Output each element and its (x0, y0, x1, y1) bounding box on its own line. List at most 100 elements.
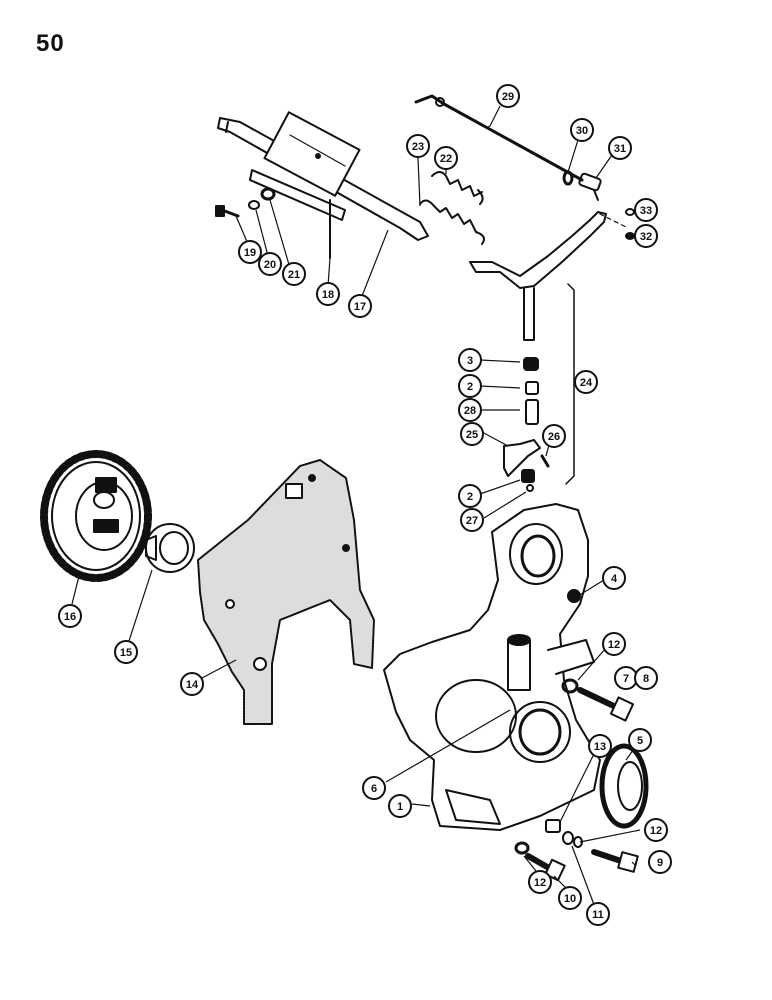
callout-7: 7 (614, 666, 638, 690)
callout-19: 19 (238, 240, 262, 264)
washer-12-upper (561, 678, 579, 694)
callout-26: 26 (542, 424, 566, 448)
gasket-14 (197, 459, 375, 725)
bolt-19 (215, 205, 240, 218)
callout-17: 17 (348, 294, 372, 318)
svg-text:21: 21 (288, 269, 300, 281)
svg-text:31: 31 (614, 143, 626, 155)
svg-text:24: 24 (580, 377, 593, 389)
svg-text:19: 19 (244, 247, 256, 259)
callout-1: 1 (388, 794, 412, 818)
pin-31 (578, 172, 602, 201)
callout-25: 25 (460, 422, 484, 446)
spring-22 (431, 171, 484, 205)
svg-text:9: 9 (657, 857, 663, 869)
svg-text:15: 15 (120, 647, 132, 659)
svg-text:32: 32 (640, 231, 652, 243)
svg-text:2: 2 (467, 381, 473, 393)
bolt-7-8 (577, 687, 635, 722)
callout-14: 14 (180, 672, 204, 696)
svg-text:12: 12 (650, 825, 662, 837)
washer-20 (248, 200, 260, 210)
leader-lines (71, 105, 641, 911)
callout-20: 20 (258, 252, 282, 276)
rod-29 (414, 94, 584, 182)
bolt-9 (591, 849, 639, 873)
svg-text:1: 1 (397, 801, 403, 813)
lever-arm-25 (503, 439, 541, 477)
svg-text:18: 18 (322, 289, 334, 301)
page-number: 50 (36, 30, 65, 57)
callout-12-right: 12 (644, 818, 668, 842)
washer-12-lower (514, 841, 530, 855)
svg-text:13: 13 (594, 741, 606, 753)
svg-text:16: 16 (64, 611, 76, 623)
callout-6: 6 (362, 776, 386, 800)
hub-15 (145, 523, 195, 573)
svg-text:26: 26 (548, 431, 560, 443)
bolt-10 (525, 853, 566, 882)
callout-10: 10 (558, 886, 582, 910)
callout-5: 5 (628, 728, 652, 752)
ball-27 (526, 484, 534, 492)
callout-33: 33 (634, 198, 658, 222)
spacer-13 (545, 819, 561, 833)
bushing-2-upper (525, 381, 539, 395)
bushing-3 (523, 357, 539, 371)
callout-3: 3 (458, 348, 482, 372)
callout-13: 13 (588, 734, 612, 758)
callout-27: 27 (460, 508, 484, 532)
svg-text:29: 29 (502, 91, 514, 103)
timing-cover-1 (383, 503, 601, 831)
svg-text:11: 11 (592, 909, 604, 921)
callout-9: 9 (648, 850, 672, 874)
callout-2-upper: 2 (458, 374, 482, 398)
linkage-rod-assembly (217, 111, 429, 259)
callout-12-upper: 12 (602, 632, 626, 656)
timing-gear-16 (40, 450, 152, 582)
callouts: 29 30 31 23 22 33 32 19 20 21 18 17 3 2 … (58, 84, 672, 926)
callout-16: 16 (58, 604, 82, 628)
bushing-2-lower (521, 469, 535, 483)
callout-28: 28 (458, 398, 482, 422)
svg-text:33: 33 (640, 205, 652, 217)
callout-24: 24 (574, 370, 598, 394)
callout-12-lower: 12 (528, 870, 552, 894)
washer-11 (562, 831, 574, 845)
svg-text:4: 4 (611, 573, 618, 585)
callout-21: 21 (282, 262, 306, 286)
sleeve-28 (525, 399, 539, 425)
callout-29: 29 (496, 84, 520, 108)
callout-4: 4 (602, 566, 626, 590)
parts-illustration (40, 94, 649, 882)
callout-22: 22 (434, 146, 458, 170)
washer-21 (260, 187, 276, 201)
spring-23 (419, 199, 485, 245)
svg-text:6: 6 (371, 783, 377, 795)
callout-32: 32 (634, 224, 658, 248)
svg-text:14: 14 (186, 679, 199, 691)
pin-26 (540, 454, 550, 468)
callout-23: 23 (406, 134, 430, 158)
nut-32 (625, 232, 635, 240)
svg-text:23: 23 (412, 141, 424, 153)
svg-text:22: 22 (440, 153, 452, 165)
nut-33 (625, 208, 635, 216)
svg-text:28: 28 (464, 405, 476, 417)
svg-text:12: 12 (534, 877, 546, 889)
svg-text:3: 3 (467, 355, 473, 367)
callout-18: 18 (316, 282, 340, 306)
callout-30: 30 (570, 118, 594, 142)
callout-2-lower: 2 (458, 484, 482, 508)
callout-8: 8 (634, 666, 658, 690)
svg-text:12: 12 (608, 639, 620, 651)
svg-text:27: 27 (466, 515, 478, 527)
svg-text:8: 8 (643, 673, 649, 685)
svg-text:7: 7 (623, 673, 629, 685)
lever-24 (469, 211, 629, 341)
callout-11: 11 (586, 902, 610, 926)
svg-text:10: 10 (564, 893, 576, 905)
bracket-24 (565, 283, 575, 485)
callout-15: 15 (114, 640, 138, 664)
